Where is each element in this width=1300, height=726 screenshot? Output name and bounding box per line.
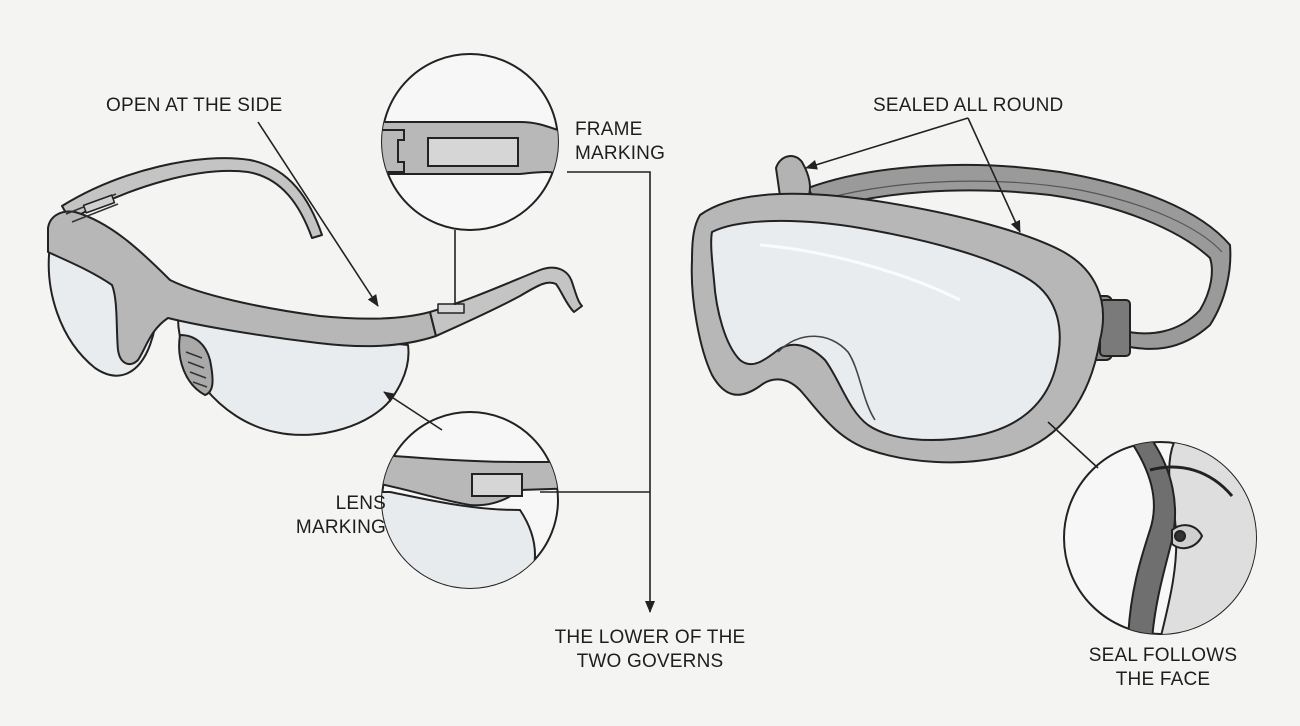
lens-marking-plate-zoomed [471, 473, 523, 497]
glasses-frame [47, 210, 437, 366]
left-leaders [257, 121, 655, 613]
goggle-lens [710, 219, 1061, 442]
glasses-front-temple [429, 266, 583, 337]
right-leaders [805, 117, 1099, 469]
glasses-back-temple [61, 157, 323, 239]
lens-marking-callout [381, 411, 559, 589]
goggle-top-vent [775, 155, 811, 199]
label-open-at-the-side: OPEN AT THE SIDE [106, 95, 283, 116]
seal-callout [1063, 441, 1257, 635]
seal-profile [1126, 442, 1177, 634]
frame-marking-callout [381, 53, 559, 305]
label-seal-follows-the-face: SEAL FOLLOWS THE FACE [1088, 645, 1238, 690]
glasses-frame-marking-plate [437, 303, 465, 314]
label-lens-marking: LENS MARKING [295, 493, 386, 538]
safety-goggles [690, 155, 1232, 464]
label-sealed-all-round: SEALED ALL ROUND [873, 95, 1064, 116]
label-frame-marking: FRAME MARKING [575, 119, 666, 164]
safety-glasses [47, 157, 583, 436]
label-the-lower-of-the-two-governs: THE LOWER OF THE TWO GOVERNS [554, 627, 746, 672]
frame-marking-plate-zoomed [427, 137, 519, 167]
